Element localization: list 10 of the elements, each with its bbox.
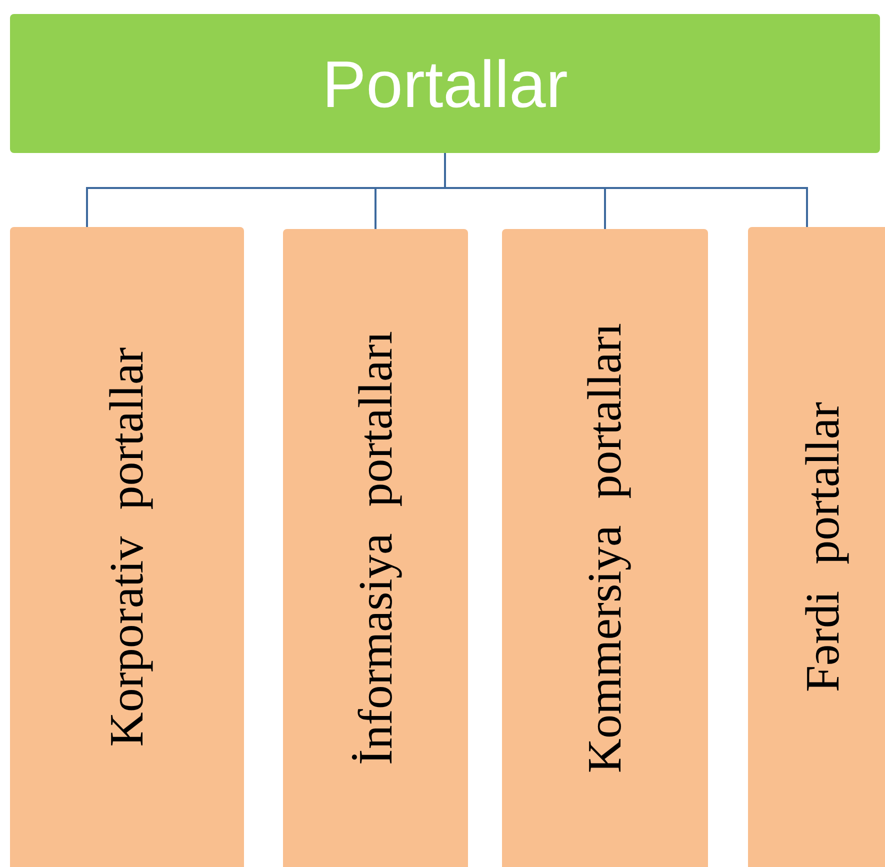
category-label: Kommersiya portalları xyxy=(578,322,632,774)
category-label: Korporativ portallar xyxy=(100,347,154,747)
category-box xyxy=(502,229,708,867)
category-box xyxy=(283,229,468,867)
category-label: İnformasiya portalları xyxy=(348,330,403,766)
category-box xyxy=(748,227,885,867)
title-text: Portallar xyxy=(322,46,568,122)
category-label: Fərdi portallar xyxy=(796,402,850,692)
category-box xyxy=(10,227,244,867)
root-box xyxy=(10,14,880,153)
